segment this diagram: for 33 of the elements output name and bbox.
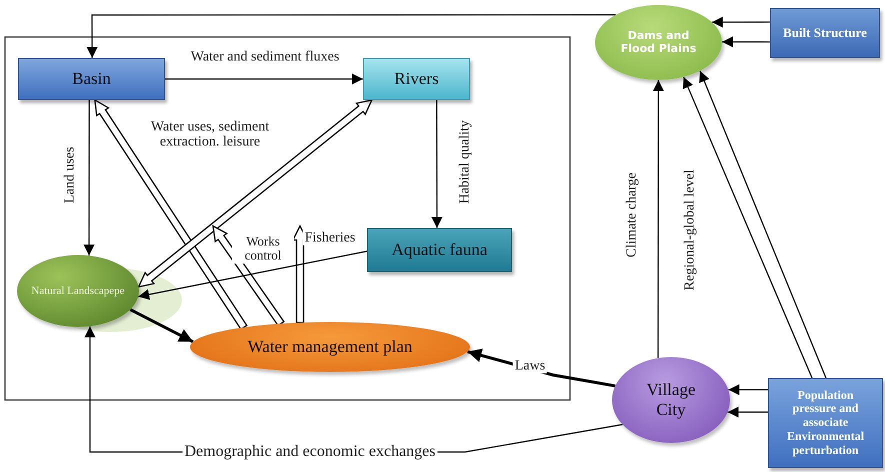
hollow-arrow <box>137 99 373 288</box>
arrow <box>699 70 827 378</box>
edge-label: Laws <box>512 358 548 374</box>
arrow <box>712 16 770 28</box>
edge-label: Habital quality <box>457 118 473 206</box>
arrow <box>138 250 368 300</box>
arrow <box>652 80 664 358</box>
arrow <box>84 100 95 256</box>
arrow <box>86 14 616 58</box>
ellipse-node: Natural Landscapepe <box>17 255 139 327</box>
ellipse-node: Water management plan <box>190 322 470 372</box>
arrow <box>682 76 813 378</box>
edge-label: Water and sediment fluxes <box>190 49 340 65</box>
ellipse-node: Village City <box>612 357 730 443</box>
process-box: Built Structure <box>770 8 880 58</box>
arrow <box>165 74 363 84</box>
arrow <box>431 100 442 228</box>
process-box: Population pressure and associate Environmental perturbation <box>768 378 883 468</box>
arrow <box>130 308 194 344</box>
edge-label: Regional-global level <box>682 168 698 292</box>
edge-label: Water uses, sediment extraction. leisure <box>150 120 270 150</box>
ellipse-node: Dams and Flood Plains <box>595 5 722 80</box>
process-box: Rivers <box>363 58 470 100</box>
hollow-arrow <box>94 98 248 330</box>
arrow <box>728 406 768 418</box>
process-box: Basin <box>18 58 165 100</box>
edge-label: Works control <box>232 234 294 264</box>
arrow <box>722 36 770 48</box>
arrow <box>728 384 768 396</box>
process-box: Aquatic fauna <box>367 228 512 272</box>
edge-label: Climate charge <box>624 170 640 260</box>
edge-label: Fisheries <box>302 230 358 246</box>
edge-label: Demographic and economic exchanges <box>182 443 438 461</box>
